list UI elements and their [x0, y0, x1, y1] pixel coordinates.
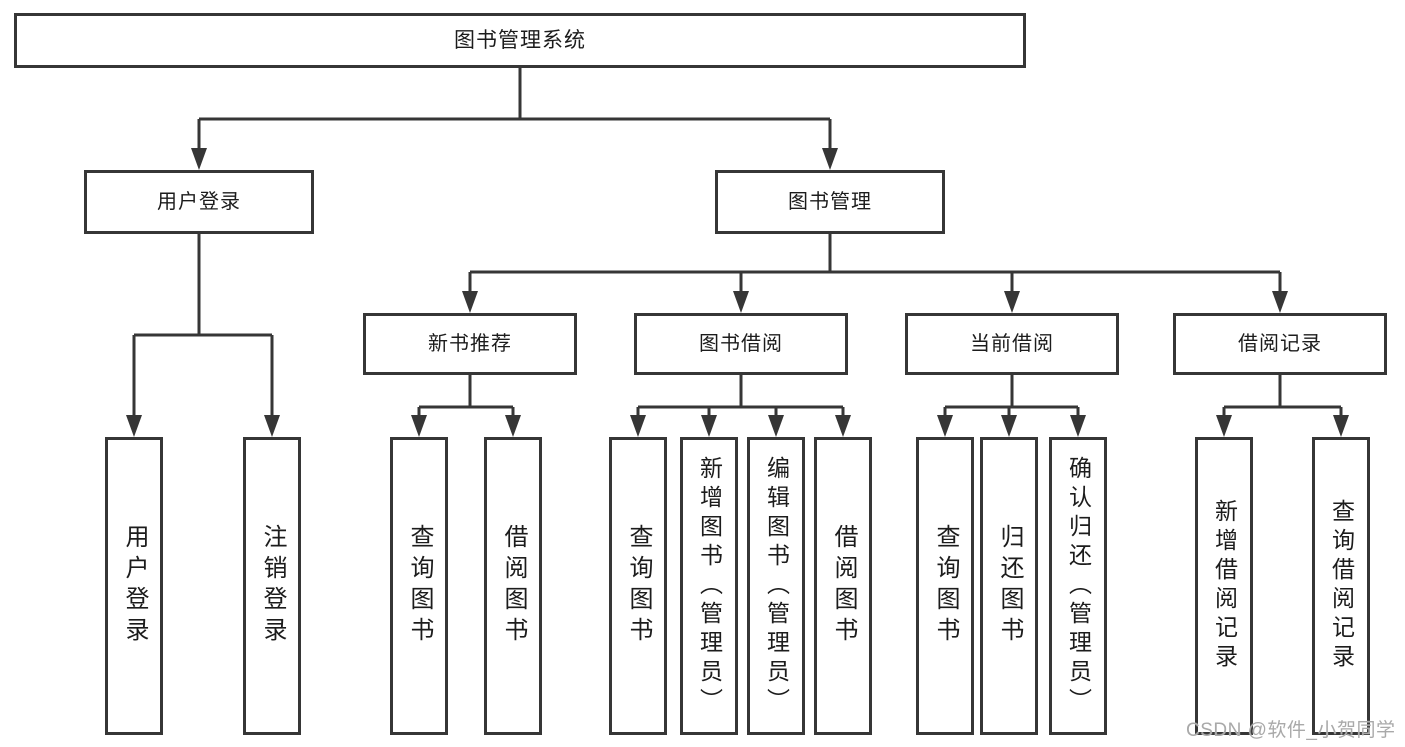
node-confirm-return-admin: 确认归还（管理员）: [1049, 437, 1107, 735]
node-new-book-recommend: 新书推荐: [363, 313, 577, 375]
node-user-login-group: 用户登录: [84, 170, 314, 234]
node-book-borrowing: 图书借阅: [634, 313, 848, 375]
arrowheads: [126, 148, 1349, 437]
node-add-borrow-record: 新增借阅记录: [1195, 437, 1253, 735]
node-return-book: 归还图书: [980, 437, 1038, 735]
node-add-book-admin: 新增图书（管理员）: [680, 437, 738, 735]
node-recommend-borrow-books: 借阅图书: [484, 437, 542, 735]
node-current-borrowing: 当前借阅: [905, 313, 1119, 375]
node-borrowing-query-books: 查询图书: [609, 437, 667, 735]
node-book-management: 图书管理: [715, 170, 945, 234]
node-recommend-query-books: 查询图书: [390, 437, 448, 735]
watermark: CSDN @软件_小贺同学: [1186, 720, 1396, 741]
node-borrowing-borrow-books: 借阅图书: [814, 437, 872, 735]
node-logout: 注销登录: [243, 437, 301, 735]
node-current-query-books: 查询图书: [916, 437, 974, 735]
node-user-login: 用户登录: [105, 437, 163, 735]
node-borrowing-records: 借阅记录: [1173, 313, 1387, 375]
node-root: 图书管理系统: [14, 13, 1026, 68]
node-edit-book-admin: 编辑图书（管理员）: [747, 437, 805, 735]
node-query-borrow-record: 查询借阅记录: [1312, 437, 1370, 735]
